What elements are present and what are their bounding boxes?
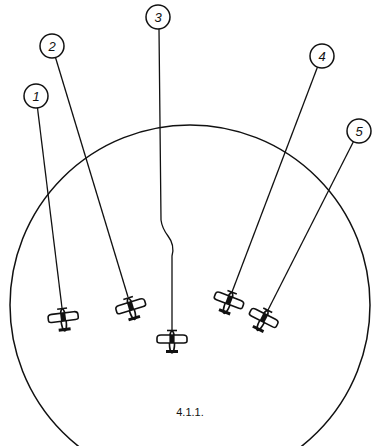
- airplane-symbols: [47, 287, 281, 353]
- callout-number: 1: [32, 90, 39, 103]
- figure-number: 4.1.1.: [176, 407, 204, 418]
- callout-number: 4: [318, 50, 325, 63]
- callout-number: 2: [48, 40, 55, 53]
- leader-lines: [38, 29, 354, 330]
- callout-number: 5: [355, 125, 362, 138]
- formation-circle: [10, 125, 370, 446]
- callout-number: 3: [154, 11, 161, 24]
- callout-circles: [24, 5, 371, 143]
